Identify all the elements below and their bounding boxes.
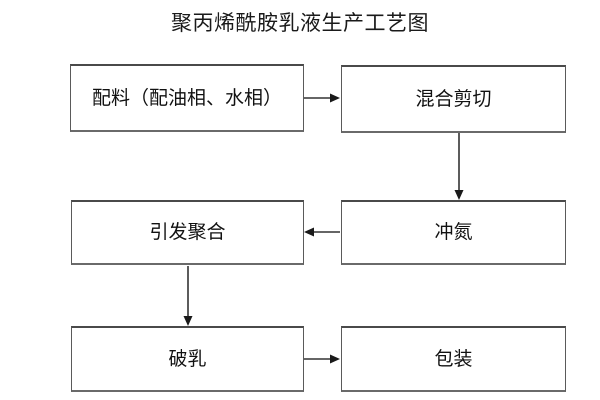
arrow-blending-to-mixshear bbox=[304, 93, 340, 103]
arrow-demulsify-to-packaging bbox=[304, 354, 340, 364]
arrow-nitrogen-to-polymerize bbox=[304, 227, 340, 237]
process-node-nitrogen[interactable]: 冲氮 bbox=[341, 200, 566, 265]
process-node-label: 配料（配油相、水相） bbox=[91, 86, 282, 109]
process-node-label: 破乳 bbox=[168, 347, 207, 370]
process-node-label: 混合剪切 bbox=[415, 87, 492, 110]
arrow-mixshear-to-nitrogen bbox=[454, 133, 464, 200]
process-node-blending[interactable]: 配料（配油相、水相） bbox=[70, 64, 304, 132]
arrow-polymerize-to-demulsify bbox=[183, 266, 193, 326]
diagram-title: 聚丙烯酰胺乳液生产工艺图 bbox=[171, 11, 429, 35]
process-node-mixshear[interactable]: 混合剪切 bbox=[341, 65, 566, 133]
process-node-polymerize[interactable]: 引发聚合 bbox=[71, 200, 304, 265]
process-node-label: 引发聚合 bbox=[149, 221, 226, 244]
process-node-packaging[interactable]: 包装 bbox=[341, 326, 566, 392]
process-node-label: 包装 bbox=[434, 347, 473, 370]
process-node-label: 冲氮 bbox=[434, 221, 473, 244]
process-node-demulsify[interactable]: 破乳 bbox=[71, 326, 304, 392]
